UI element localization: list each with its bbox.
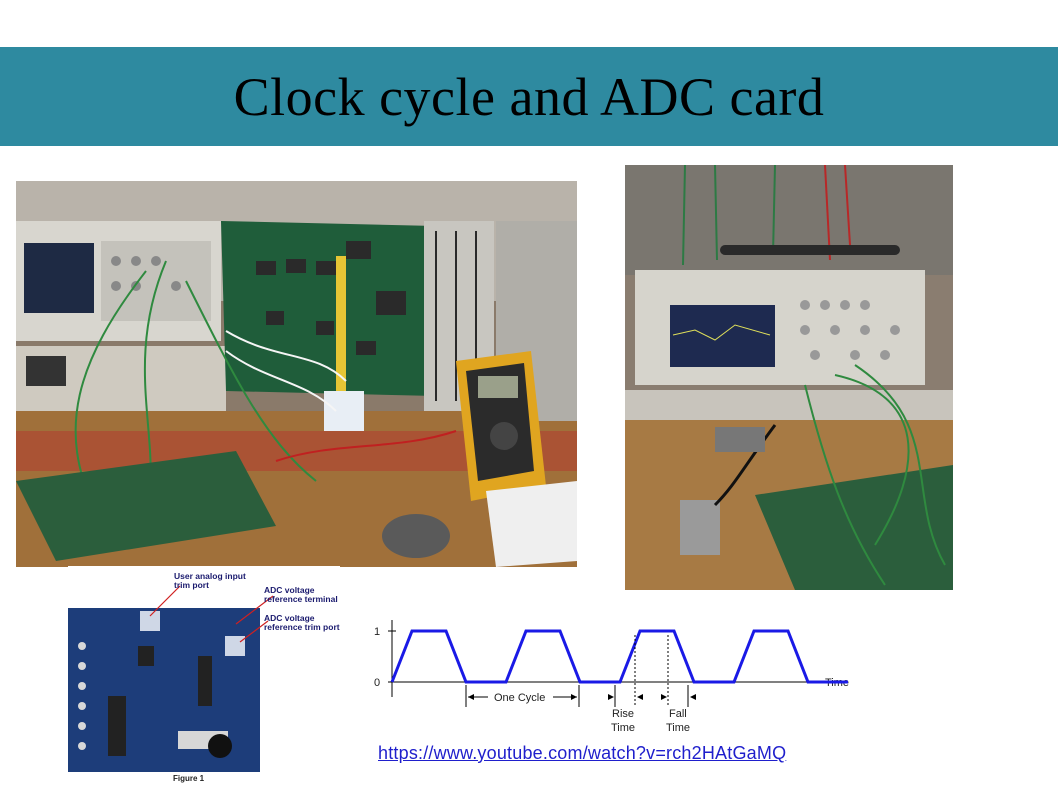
clock-cycle-diagram: 1 0 Time One Cycle Rise Time Fall Time bbox=[374, 620, 849, 734]
rise-arrowhead-right bbox=[637, 694, 643, 700]
y-low-label: 0 bbox=[374, 677, 380, 689]
cycle-arrowhead-right bbox=[571, 694, 577, 700]
figure-caption: Figure 1 bbox=[173, 774, 205, 783]
label-user-trim-port: User analog input trim port bbox=[174, 571, 246, 590]
clock-waveform bbox=[390, 629, 848, 684]
fall-label-line2: Time bbox=[666, 722, 690, 734]
rise-label-line2: Time bbox=[611, 722, 635, 734]
fall-arrowhead-left bbox=[661, 694, 667, 700]
cycle-label: One Cycle bbox=[494, 692, 545, 704]
rise-label-line1: Rise bbox=[612, 708, 634, 720]
cycle-arrowhead-left bbox=[468, 694, 474, 700]
label-adc-ref-terminal: ADC voltage reference terminal bbox=[264, 585, 338, 604]
slide-title: Clock cycle and ADC card bbox=[233, 66, 825, 127]
label-adc-ref-trim-port: ADC voltage reference trim port bbox=[264, 613, 340, 632]
y-high-label: 1 bbox=[374, 626, 380, 638]
adc-board-figure: User analog input trim port ADC voltage … bbox=[68, 566, 340, 790]
lab-photo-adc-card bbox=[16, 181, 577, 567]
lab-photo-oscilloscope bbox=[625, 165, 953, 590]
fall-arrowhead-right bbox=[690, 694, 696, 700]
rise-arrowhead-left bbox=[608, 694, 614, 700]
youtube-link[interactable]: https://www.youtube.com/watch?v=rch2HAtG… bbox=[378, 743, 787, 763]
title-bar: Clock cycle and ADC card bbox=[0, 47, 1058, 146]
clock-wave-line bbox=[390, 629, 848, 684]
fall-label-line1: Fall bbox=[669, 708, 687, 720]
